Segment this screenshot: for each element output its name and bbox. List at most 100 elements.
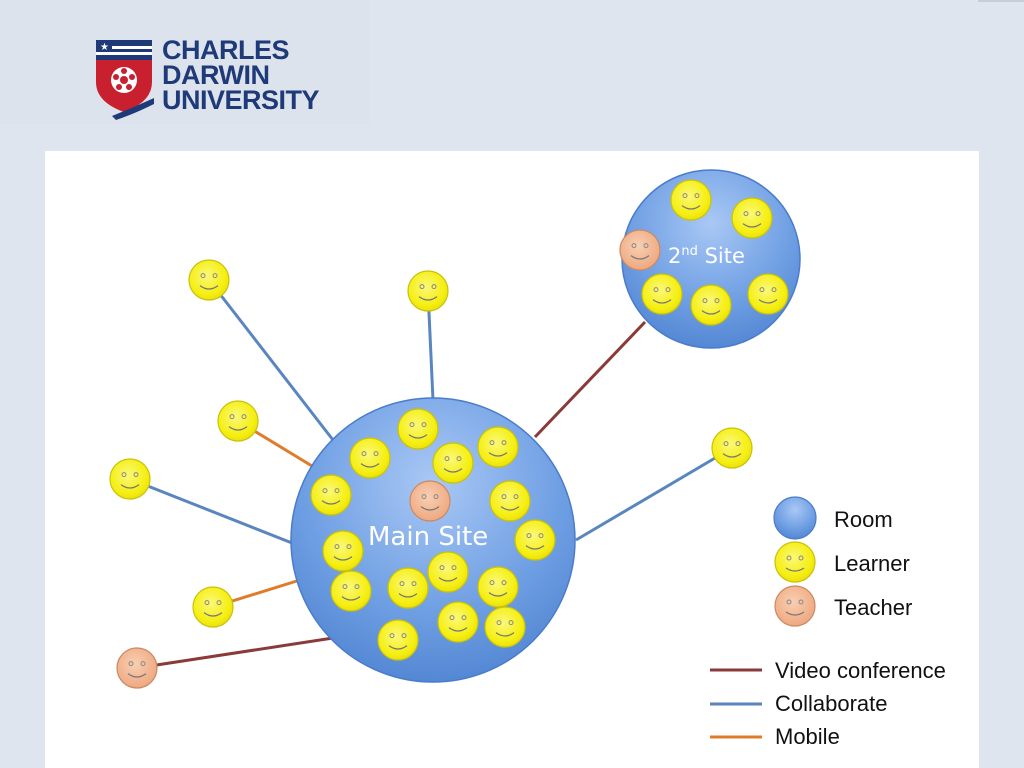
main-site-learner-7 [514,519,556,561]
people [109,179,789,689]
main-site-learner-3-head [477,426,519,468]
main-site-learner-12-right-eye [501,580,507,586]
main-site-teacher-head [409,480,451,522]
main-site-learner-9-smile [341,596,361,601]
main-site-learner-4-left-eye [444,456,450,462]
remote-learner-3-right-eye [241,414,247,420]
main-site-learner-5-left-eye [322,488,328,494]
main-site-learner-11-head [427,551,469,593]
remote-learner-6-right-eye [216,600,222,606]
second-site-learner-2 [731,197,773,239]
remote-learner-6 [192,586,234,628]
main-site-teacher-smile [420,506,440,511]
remote-learner-1-right-eye [212,273,218,279]
legend-teacher-swatch-smile [785,611,805,616]
second-site-teacher-right-eye [643,243,649,249]
main-site-learner-12 [477,566,519,608]
remote-learner-5-smile [722,453,742,458]
legend-teacher-swatch-right-eye [798,599,804,605]
main-site-teacher-left-eye [421,494,427,500]
main-site-learner-1-head [397,408,439,450]
remote-learner-6-smile [203,612,223,617]
second-site-teacher-smile [630,255,650,260]
main-site-teacher-right-eye [433,494,439,500]
legend-video-conference-label: Video conference [775,658,946,683]
main-site-learner-3 [477,426,519,468]
main-site-learner-15 [377,619,419,661]
main-site-learner-6 [489,480,531,522]
remote-teacher-left-eye [128,661,134,667]
second-site-learner-5-smile [758,299,778,304]
second-site-label: 2nd Site [668,244,745,268]
remote-learner-5 [711,427,753,469]
main-site-learner-11 [427,551,469,593]
second-site-teacher-left-eye [631,243,637,249]
main-site-learner-11-left-eye [439,565,445,571]
second-site-learner-4-smile [701,310,721,315]
main-site-learner-8-right-eye [346,544,352,550]
main-site-learner-15-smile [388,645,408,650]
main-site-learner-11-right-eye [451,565,457,571]
remote-learner-1 [188,259,230,301]
second-site-ordinal: 2 [668,244,682,268]
main-site-learner-8-smile [333,556,353,561]
main-site-learner-7-left-eye [526,533,532,539]
remote-learner-1-smile [199,285,219,290]
main-site-learner-13-right-eye [461,615,467,621]
logo-shield-icon: ★ [96,40,154,120]
university-logo: ★ CHARLES DARWIN UNIVERSITY [0,0,370,124]
main-site-learner-1 [397,408,439,450]
legend-teacher-swatch-head [774,585,816,627]
legend-learner-swatch-left-eye [786,555,792,561]
second-site-learner-2-head [731,197,773,239]
second-site-learner-3 [641,273,683,315]
remote-learner-4 [109,458,151,500]
remote-learner-4-right-eye [133,472,139,478]
remote-learner-2-smile [418,296,438,301]
second-site-learner-3-smile [652,299,672,304]
remote-learner-4-smile [120,484,140,489]
main-site-learner-4 [432,442,474,484]
second-site-learner-1-right-eye [694,193,700,199]
main-site-learner-8-head [322,530,364,572]
remote-learner-2-right-eye [431,284,437,290]
remote-learner-2-left-eye [419,284,425,290]
remote-learner-5-head [711,427,753,469]
main-site-learner-8-left-eye [334,544,340,550]
second-site-learner-1-left-eye [682,193,688,199]
main-site-learner-14-right-eye [508,620,514,626]
second-site-learner-4-left-eye [702,298,708,304]
legend-teacher-label: Teacher [834,595,913,620]
collaborate-line [129,477,293,545]
main-site-learner-1-smile [408,434,428,439]
logo-line-2: DARWIN [162,60,270,90]
legend-room-label: Room [834,507,893,532]
main-site-learner-5-head [310,474,352,516]
legend-learner-swatch [774,541,816,583]
main-site-learner-13 [437,601,479,643]
second-site-learner-4-head [690,284,732,326]
main-site-teacher [409,480,451,522]
main-site-learner-13-head [437,601,479,643]
legend-mobile-label: Mobile [775,724,840,749]
main-site-learner-15-left-eye [389,633,395,639]
main-site-learner-4-right-eye [456,456,462,462]
logo-line-3: UNIVERSITY [162,85,320,115]
main-site-learner-9-head [330,570,372,612]
main-site-learner-14-smile [495,632,515,637]
main-site-learner-1-left-eye [409,422,415,428]
main-site-learner-10-left-eye [399,581,405,587]
remote-teacher-right-eye [140,661,146,667]
main-site-learner-4-head [432,442,474,484]
second-site-learner-3-head [641,273,683,315]
connection-lines [129,279,733,670]
second-site-learner-3-left-eye [653,287,659,293]
main-site-learner-1-right-eye [421,422,427,428]
main-site-label: Main Site [368,522,489,552]
remote-learner-2 [407,270,449,312]
remote-learner-6-head [192,586,234,628]
second-site-learner-1-head [670,179,712,221]
main-site-learner-5-right-eye [334,488,340,494]
main-site-learner-2-left-eye [361,451,367,457]
